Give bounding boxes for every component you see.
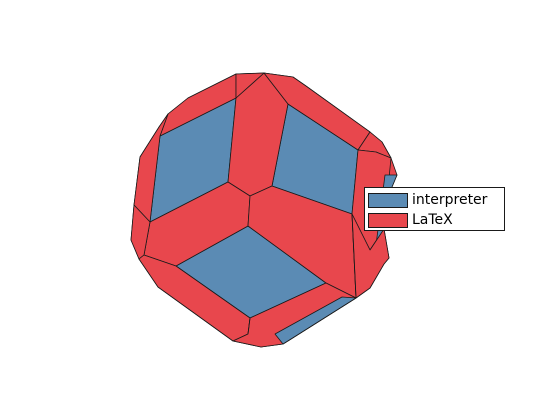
crease-line-right [351, 213, 357, 299]
face-top-rim [235, 72, 265, 99]
legend-item-latex: LaTeX [368, 210, 453, 230]
legend-label-interpreter: interpreter [412, 192, 488, 208]
legend-swatch-interpreter [368, 192, 408, 208]
face-lower-right-rim [351, 213, 390, 299]
legend-swatch-latex [368, 212, 408, 228]
crease-line-bottom [247, 317, 251, 335]
face-bottom-side-blue [274, 296, 357, 345]
legend: interpreter LaTeX [364, 187, 505, 231]
legend-label-latex: LaTeX [412, 212, 453, 228]
polyhedron [130, 72, 398, 348]
legend-item-interpreter: interpreter [368, 190, 487, 210]
